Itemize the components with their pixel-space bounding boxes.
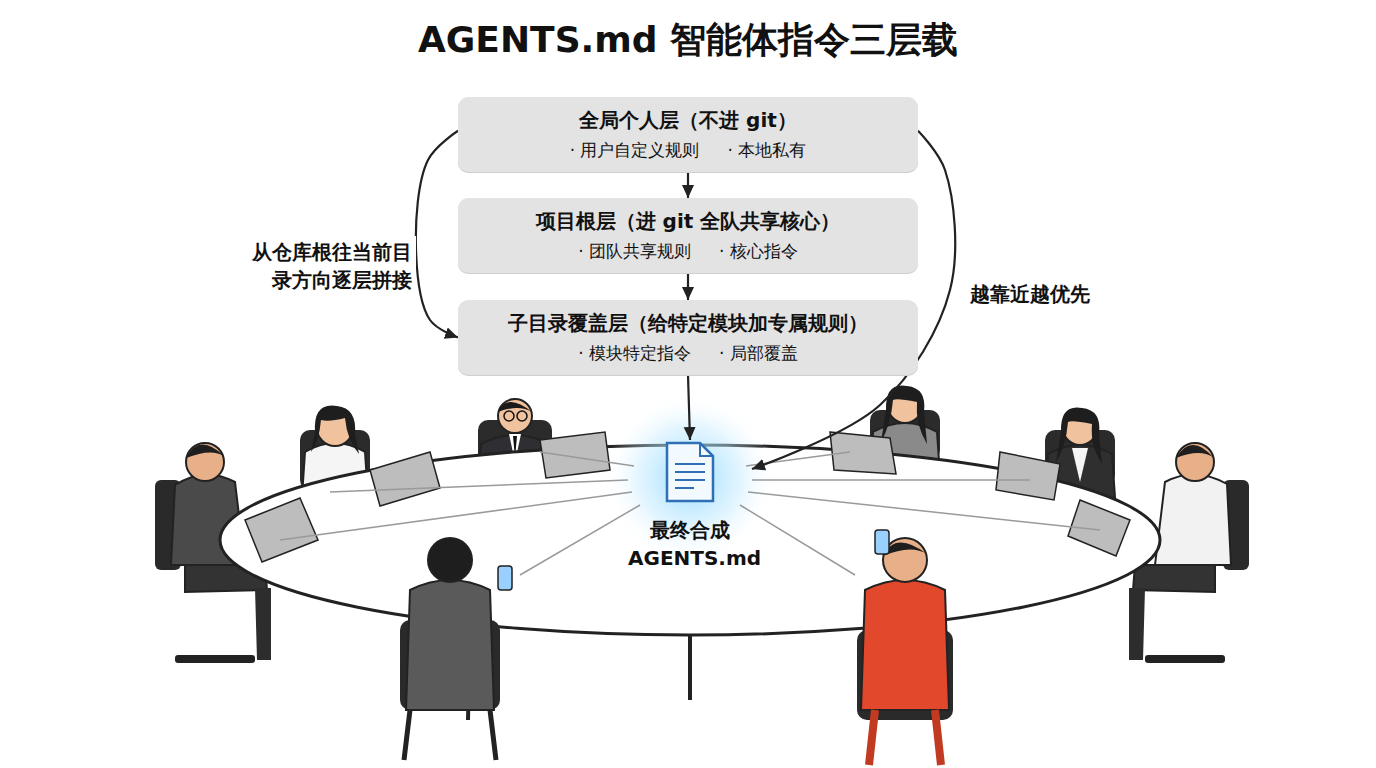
ray-line (740, 505, 855, 575)
ray-line (752, 479, 1030, 481)
table-leg (468, 632, 912, 720)
seated-person (504, 411, 514, 421)
layer-heading: 子目录覆盖层（给特定模块加专属规则） (474, 310, 902, 336)
bullet-row: · 模块特定指令 · 局部覆盖 (474, 342, 902, 364)
laptop (540, 432, 610, 478)
laptop (245, 498, 318, 562)
ray-line (280, 492, 632, 540)
ray-line (540, 452, 634, 466)
edge-label: 越靠近越优先 (966, 278, 1134, 310)
layer-box: 子目录覆盖层（给特定模块加专属规则） · 模块特定指令 · 局部覆盖 (458, 300, 918, 375)
seated-person (186, 443, 224, 481)
bullet-item: · 局部覆盖 (719, 342, 798, 364)
bullet-item: · 模块特定指令 (578, 342, 691, 364)
diagram-title: AGENTS.md 智能体指令三层载 (0, 16, 1376, 65)
seated-person (311, 406, 359, 454)
ray-line (746, 452, 850, 466)
laptop (996, 452, 1060, 500)
node-label: 最终合成 AGENTS.md (628, 516, 752, 572)
seated-person (517, 411, 527, 421)
bullet-item: · 团队共享规则 (578, 240, 691, 262)
document-icon (700, 443, 713, 456)
seated-person (1176, 443, 1214, 481)
seated-person (400, 538, 512, 760)
seated-person (1072, 448, 1088, 482)
document-icon (675, 463, 705, 465)
document-icon (667, 443, 713, 501)
connector-arrow (688, 375, 690, 440)
bullet-row: · 团队共享规则 · 核心指令 (474, 240, 902, 262)
ray-line (330, 480, 628, 492)
seated-person (869, 710, 941, 765)
seated-person (1176, 445, 1214, 458)
seated-person (861, 580, 949, 710)
layer-heading: 项目根层（进 git 全队共享核心） (474, 208, 902, 234)
bullet-item: · 核心指令 (719, 240, 798, 262)
seated-person (1056, 408, 1102, 465)
seated-person (857, 530, 953, 765)
seated-person (255, 588, 271, 660)
laptop (245, 432, 1130, 562)
ray-line (520, 505, 640, 575)
ray-line (748, 492, 1100, 530)
seated-person (881, 386, 927, 445)
layer-box: 全局个人层（不进 git） · 用户自定义规则 · 本地私有 (458, 97, 918, 172)
document-icon (675, 479, 705, 481)
connector-arrow (416, 131, 458, 338)
bullet-item: · 本地私有 (728, 139, 807, 161)
seated-person (1155, 474, 1231, 565)
document-icon (675, 487, 694, 489)
seated-person (498, 566, 512, 590)
seated-person (1129, 588, 1145, 660)
layer-heading: 全局个人层（不进 git） (474, 107, 902, 133)
document-icon (664, 440, 716, 504)
seated-person (428, 538, 472, 582)
seated-person (1145, 655, 1225, 663)
connector-arrow (687, 172, 689, 198)
edge-label: 从仓库根往当前目录方向逐层拼接 (236, 236, 416, 296)
seated-person (498, 399, 532, 433)
seated-person (404, 710, 496, 760)
seated-person (175, 655, 255, 663)
seated-person (875, 530, 889, 554)
document-icon (675, 471, 705, 473)
layer-box: 项目根层（进 git 全队共享核心） · 团队共享规则 · 核心指令 (458, 198, 918, 273)
seated-person (186, 444, 224, 458)
seated-person (1133, 565, 1215, 592)
document-node: 最终合成 AGENTS.md (628, 440, 752, 572)
laptop (370, 452, 440, 506)
seated-person (406, 580, 494, 710)
bullet-row: · 用户自定义规则 · 本地私有 (474, 139, 902, 161)
connector-arrow (687, 273, 689, 300)
seated-person (498, 402, 532, 412)
bullet-item: · 用户自定义规则 (570, 139, 700, 161)
